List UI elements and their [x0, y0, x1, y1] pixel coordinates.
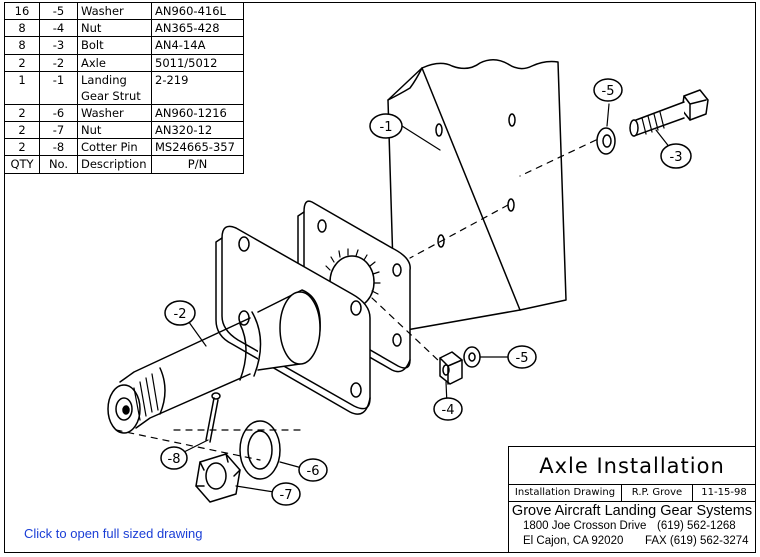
callout-1-label: -1 — [380, 120, 393, 135]
axle-washer — [239, 420, 281, 480]
title-block: Axle Installation Installation Drawing R… — [508, 446, 756, 553]
callout-8-label: -8 — [168, 452, 181, 467]
callout-4-label: -4 — [442, 403, 455, 418]
part-number-cell: AN960-416L — [151, 1, 244, 21]
description-cell: Washer — [77, 103, 152, 122]
center-lines — [115, 139, 597, 461]
description-line-1: Landing — [81, 72, 127, 87]
axle-plate-hole — [238, 236, 250, 252]
axle-plate-hole — [350, 300, 362, 316]
leader-lines — [183, 103, 675, 493]
callout-7-label: -7 — [280, 488, 293, 503]
landing-gear-strut — [387, 59, 567, 333]
strut-bolt-hole — [508, 113, 516, 127]
drawing-date: 11-15-98 — [701, 487, 747, 498]
callout-5-upper: -5 — [593, 78, 623, 102]
part-number-cell: 5011/5012 — [151, 53, 244, 72]
address-line-2: El Cajon, CA 92020 — [523, 535, 624, 547]
part-number-cell: 2-219 — [151, 70, 244, 105]
part-number-cell: AN320-12 — [151, 120, 244, 140]
washer-lower — [463, 346, 481, 368]
callout-5-upper-label: -5 — [602, 84, 615, 99]
callout-5-lower: -5 — [507, 345, 537, 369]
fax-number: FAX (619) 562-3274 — [645, 535, 749, 547]
description-header: Description — [77, 155, 152, 174]
drawing-title: Axle Installation — [509, 447, 755, 485]
axle-plate-hole — [350, 382, 362, 398]
part-number-cell: AN365-428 — [151, 19, 244, 38]
cotter-pin — [205, 392, 221, 443]
drawing-frame — [4, 2, 756, 553]
callout-7: -7 — [271, 482, 301, 506]
flange-hole — [392, 333, 402, 347]
parts-list-table: 16 -5 Washer AN960-416L 8 -4 Nut AN365-4… — [4, 1, 244, 174]
open-full-drawing-link[interactable]: Click to open full sized drawing — [24, 526, 203, 541]
nut — [439, 351, 463, 385]
address-line-1: 1800 Joe Crosson Drive — [523, 520, 647, 532]
castle-nut — [195, 453, 241, 503]
callout-6: -6 — [298, 458, 328, 482]
callout-3-label: -3 — [670, 150, 683, 165]
callout-6-label: -6 — [307, 464, 320, 479]
bolt — [629, 89, 709, 137]
callout-5-lower-label: -5 — [516, 351, 529, 366]
callout-2: -2 — [164, 300, 196, 326]
axle — [107, 225, 371, 434]
parts-row: 2 -6 Washer AN960-1216 — [4, 103, 244, 122]
strut-bolt-hole — [435, 123, 443, 137]
company-name: Grove Aircraft Landing Gear Systems — [511, 503, 753, 519]
qty-header: QTY — [4, 155, 40, 174]
flange-hole — [317, 219, 327, 233]
strut-bolt-hole — [437, 234, 445, 248]
callout-4: -4 — [433, 397, 463, 421]
part-number-header: P/N — [151, 155, 244, 174]
description-cell: Axle — [77, 53, 152, 72]
qty-cell: 16 — [4, 1, 40, 21]
callout-1: -1 — [369, 113, 403, 139]
parts-row: 2 -7 Nut AN320-12 — [4, 120, 244, 140]
description-line-2: Gear Strut — [81, 88, 141, 103]
parts-header-row: QTY No. Description P/N — [4, 155, 244, 174]
callout-8: -8 — [160, 446, 188, 470]
part-number-cell: AN960-1216 — [151, 103, 244, 122]
item-number-header: No. — [39, 155, 78, 174]
washer-upper — [596, 127, 616, 155]
parts-row: 2 -2 Axle 5011/5012 — [4, 53, 244, 72]
flange-hole — [392, 263, 402, 277]
description-cell: Washer — [77, 1, 152, 21]
drawn-by: R.P. Grove — [622, 484, 693, 501]
callout-2-label: -2 — [174, 307, 187, 322]
parts-row: 16 -5 Washer AN960-416L — [4, 1, 244, 21]
qty-cell: 2 — [4, 53, 40, 72]
phone-number: (619) 562-1268 — [657, 520, 736, 532]
title-block-info-row: Installation Drawing R.P. Grove 11-15-98 — [509, 484, 755, 502]
drawing-type: Installation Drawing — [509, 484, 622, 501]
callout-3: -3 — [660, 143, 692, 169]
qty-cell: 1 — [4, 70, 40, 105]
